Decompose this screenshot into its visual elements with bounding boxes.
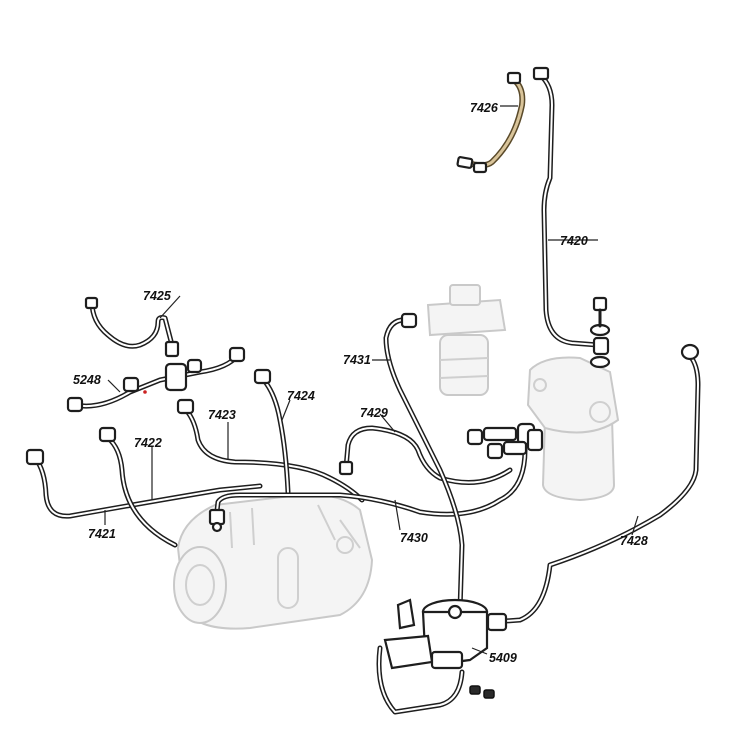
part-labels: 7426 7420 7425 5248 7424 7423 7422 7421 … bbox=[73, 101, 648, 665]
pipe-7420[interactable] bbox=[532, 66, 611, 369]
injection-pump-ghost bbox=[173, 493, 374, 630]
label-7426: 7426 bbox=[470, 101, 499, 115]
label-5409: 5409 bbox=[489, 651, 517, 665]
label-7430: 7430 bbox=[400, 531, 428, 545]
label-7424: 7424 bbox=[287, 389, 315, 403]
banjo-fittings bbox=[466, 422, 544, 460]
label-7421: 7421 bbox=[88, 527, 116, 541]
leader-lines bbox=[104, 105, 639, 655]
label-7428: 7428 bbox=[620, 534, 648, 548]
pipe-7431[interactable] bbox=[383, 312, 465, 613]
label-7420: 7420 bbox=[560, 234, 588, 248]
fuel-filter-ghost bbox=[426, 284, 507, 396]
pipe-7426[interactable] bbox=[456, 71, 526, 174]
pipe-7421[interactable] bbox=[25, 448, 263, 519]
label-5248: 5248 bbox=[73, 373, 101, 387]
label-7422: 7422 bbox=[134, 436, 162, 450]
label-7429: 7429 bbox=[360, 406, 388, 420]
label-7423: 7423 bbox=[208, 408, 236, 422]
filter-bowl-ghost bbox=[526, 356, 620, 502]
pipe-7424[interactable] bbox=[253, 368, 291, 495]
pipe-7425[interactable] bbox=[84, 296, 180, 358]
label-7431: 7431 bbox=[343, 353, 371, 367]
label-7425: 7425 bbox=[143, 289, 172, 303]
pipe-7430[interactable] bbox=[208, 447, 528, 533]
pipe-7428[interactable] bbox=[489, 343, 701, 625]
pipe-7423[interactable] bbox=[176, 398, 365, 503]
pipe-5248[interactable] bbox=[66, 346, 246, 413]
pipe-7429[interactable] bbox=[338, 425, 513, 485]
pipe-7422[interactable] bbox=[98, 426, 178, 548]
lift-pump-5409[interactable] bbox=[376, 598, 508, 715]
